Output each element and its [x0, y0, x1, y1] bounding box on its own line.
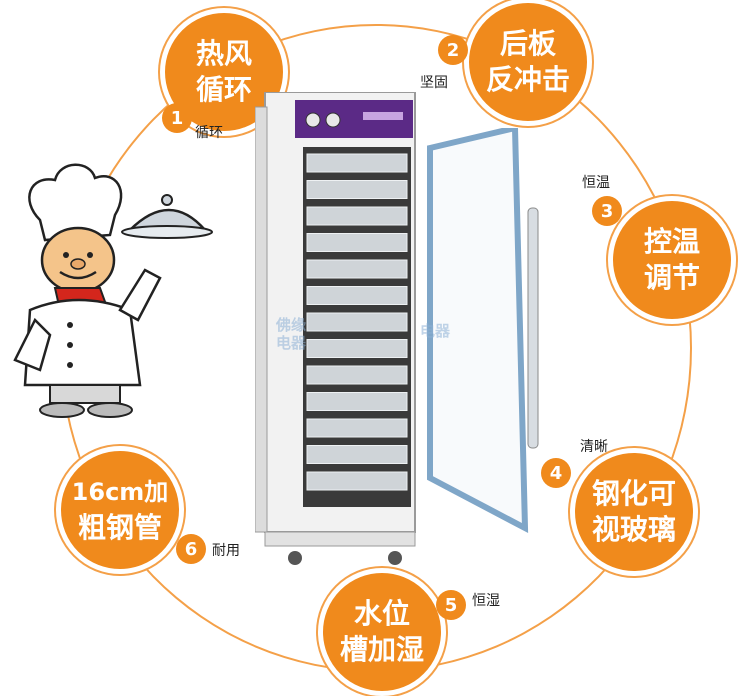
- feature-3-bubble: 控温调节: [608, 196, 736, 324]
- watermark-line2: 电器: [276, 334, 307, 352]
- tray: [306, 286, 408, 305]
- chef-illustration: [13, 163, 213, 418]
- feature-4-title-line1: 钢化可: [591, 477, 676, 510]
- feature-5-title-line1: 水位: [353, 597, 410, 630]
- tray: [306, 445, 408, 464]
- tray: [306, 312, 408, 332]
- tray: [306, 339, 408, 358]
- feature-2-title-line1: 后板: [499, 27, 556, 60]
- watermark-line1: 佛缘: [276, 316, 307, 334]
- tray: [306, 418, 408, 438]
- feature-4-number: 4: [541, 458, 571, 488]
- watermark: 佛缘 电器: [276, 316, 306, 352]
- feature-2-bubble: 后板反冲击: [464, 0, 592, 126]
- feature-2-caption: 坚固: [420, 75, 448, 91]
- tray: [306, 259, 408, 279]
- feature-6-title-line1: 16cm加: [71, 478, 169, 506]
- feature-3-title-line1: 控温: [643, 225, 700, 258]
- feature-1-title-line2: 循环: [195, 73, 252, 106]
- feature-3-title-line2: 调节: [643, 261, 700, 294]
- tray: [306, 153, 408, 173]
- tray: [306, 206, 408, 226]
- feature-2-title-line2: 反冲击: [485, 63, 570, 96]
- feature-1-caption: 循环: [195, 125, 223, 141]
- feature-4-title-line2: 视玻璃: [591, 513, 676, 546]
- feature-6-title-line2: 粗钢管: [77, 511, 162, 544]
- feature-4-bubble: 钢化可视玻璃: [570, 448, 698, 576]
- feature-4-caption: 清晰: [580, 439, 608, 455]
- feature-5-title-line2: 槽加湿: [339, 633, 424, 666]
- tray: [306, 471, 408, 491]
- feature-2-number: 2: [438, 35, 468, 65]
- feature-3-number: 3: [592, 196, 622, 226]
- proofer-cabinet: [255, 92, 416, 565]
- tray: [306, 180, 408, 199]
- tray: [306, 233, 408, 252]
- feature-6-caption: 耐用: [212, 543, 240, 559]
- feature-1-title-line1: 热风: [195, 37, 252, 70]
- feature-1-number: 1: [162, 103, 192, 133]
- tray: [306, 365, 408, 385]
- feature-3-caption: 恒温: [582, 175, 610, 191]
- watermark-right: 电器: [420, 322, 451, 340]
- feature-6-number: 6: [176, 534, 206, 564]
- feature-5-bubble: 水位槽加湿: [318, 568, 446, 696]
- glass-door: [427, 128, 539, 534]
- tray: [306, 392, 408, 411]
- feature-5-number: 5: [436, 590, 466, 620]
- tray-group: [306, 153, 408, 491]
- feature-5-caption: 恒湿: [472, 593, 500, 609]
- feature-6-bubble: 16cm加粗钢管: [56, 446, 184, 574]
